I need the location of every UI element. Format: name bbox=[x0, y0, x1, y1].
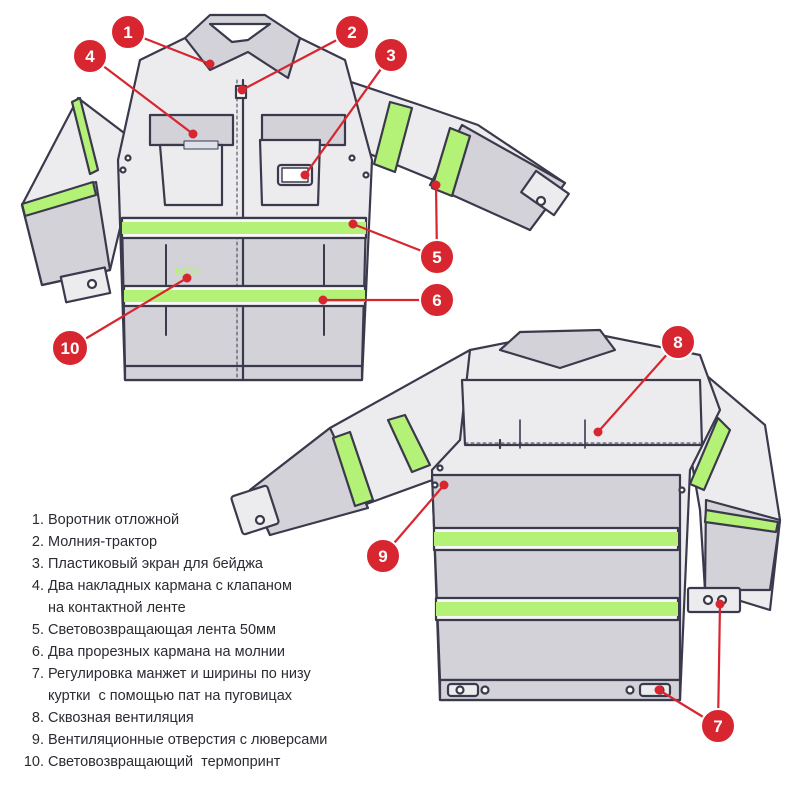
legend-text: Световозвращающий термопринт bbox=[48, 754, 281, 770]
feature-legend: 1.Воротник отложной 2.Молния-трактор 3.П… bbox=[18, 509, 328, 773]
legend-number: 4. bbox=[31, 578, 44, 594]
jacket-back-view bbox=[230, 328, 782, 702]
marker-1: 1 bbox=[110, 14, 146, 50]
legend-item: 10.Световозвращающий термопринт bbox=[18, 751, 327, 773]
back-collar bbox=[498, 328, 617, 370]
legend-number: 9. bbox=[31, 732, 44, 748]
marker-8: 8 bbox=[660, 324, 696, 360]
legend-item: куртки с помощью пат на пуговицах bbox=[18, 685, 327, 707]
legend-number: 5. bbox=[31, 622, 44, 638]
legend-item: на контактной ленте bbox=[18, 597, 327, 619]
front-left-sleeve-tape bbox=[70, 96, 100, 176]
back-body-lower bbox=[430, 473, 682, 682]
marker-3: 3 bbox=[373, 37, 409, 73]
legend-number bbox=[18, 685, 48, 707]
legend-text: Два накладных кармана с клапаном bbox=[48, 578, 292, 594]
legend-number: 7. bbox=[31, 666, 44, 682]
legend-item: 9.Вентиляционные отверстия с люверсами bbox=[18, 729, 327, 751]
marker-4: 4 bbox=[72, 38, 108, 74]
back-right-sleeve-tape-1 bbox=[688, 416, 732, 492]
callout-lines bbox=[69, 30, 722, 727]
legend-item: 6.Два прорезных кармана на молнии bbox=[18, 641, 327, 663]
legend-item: 1.Воротник отложной bbox=[18, 509, 327, 531]
marker-8-label: 8 bbox=[673, 333, 682, 352]
legend-text: Пластиковый экран для бейджа bbox=[48, 556, 264, 572]
legend-text: Сквозная вентиляция bbox=[48, 710, 194, 726]
legend-item: 8.Сквозная вентиляция bbox=[18, 707, 327, 729]
legend-number: 8. bbox=[31, 710, 44, 726]
back-left-cuff bbox=[230, 484, 280, 536]
marker-10-label: 10 bbox=[61, 339, 80, 358]
front-right-sleeve-tape-2 bbox=[430, 126, 472, 198]
marker-9: 9 bbox=[365, 538, 401, 574]
back-yoke bbox=[460, 378, 704, 447]
legend-text: Световозвращающая лента 50мм bbox=[48, 622, 276, 638]
marker-10: 10 bbox=[51, 329, 89, 367]
legend-item: 3.Пластиковый экран для бейджа bbox=[18, 553, 327, 575]
jacket-front-view: NOC bbox=[20, 13, 570, 382]
back-left-sleeve-tape-1 bbox=[386, 413, 432, 474]
front-right-sleeve-tape-1 bbox=[372, 100, 414, 174]
legend-text: Два прорезных кармана на молнии bbox=[48, 644, 286, 660]
svg-text:NOC: NOC bbox=[175, 265, 202, 279]
back-right-cuff bbox=[686, 586, 742, 614]
back-right-sleeve-tape-2 bbox=[703, 508, 780, 534]
marker-1-label: 1 bbox=[123, 23, 132, 42]
marker-2: 2 bbox=[334, 14, 370, 50]
legend-number: 10. bbox=[23, 754, 44, 770]
legend-item: 7.Регулировка манжет и ширины по низу bbox=[18, 663, 327, 685]
legend-number: 1. bbox=[31, 512, 44, 528]
legend-number: 6. bbox=[31, 644, 44, 660]
legend-item: 2.Молния-трактор bbox=[18, 531, 327, 553]
legend-text: на контактной ленте bbox=[48, 600, 186, 616]
front-left-cuff bbox=[59, 266, 112, 304]
legend-item: 5.Световозвращающая лента 50мм bbox=[18, 619, 327, 641]
marker-2-label: 2 bbox=[347, 23, 356, 42]
legend-text: Воротник отложной bbox=[48, 512, 180, 528]
callout-dots bbox=[182, 59, 725, 695]
legend-number: 3. bbox=[31, 556, 44, 572]
marker-6-label: 6 bbox=[432, 291, 441, 310]
marker-5: 5 bbox=[419, 239, 455, 275]
marker-9-label: 9 bbox=[378, 547, 387, 566]
marker-4-label: 4 bbox=[85, 47, 95, 66]
legend-text: Молния-трактор bbox=[48, 534, 158, 550]
legend-number: 2. bbox=[31, 534, 44, 550]
back-waistband bbox=[438, 678, 682, 702]
marker-5-label: 5 bbox=[432, 248, 441, 267]
marker-7-label: 7 bbox=[713, 717, 722, 736]
front-yoke bbox=[148, 113, 347, 147]
front-chest-pocket-left bbox=[158, 143, 224, 207]
back-left-sleeve-tape-2 bbox=[331, 430, 375, 508]
marker-3-label: 3 bbox=[386, 46, 395, 65]
legend-item: 4.Два накладных кармана с клапаном bbox=[18, 575, 327, 597]
legend-text: Регулировка манжет и ширины по низу bbox=[48, 666, 311, 682]
legend-number bbox=[18, 597, 48, 619]
marker-7: 7 bbox=[700, 708, 736, 744]
marker-6: 6 bbox=[419, 282, 455, 318]
legend-text: куртки с помощью пат на пуговицах bbox=[48, 688, 293, 704]
legend-text: Вентиляционные отверстия с люверсами bbox=[48, 732, 328, 748]
